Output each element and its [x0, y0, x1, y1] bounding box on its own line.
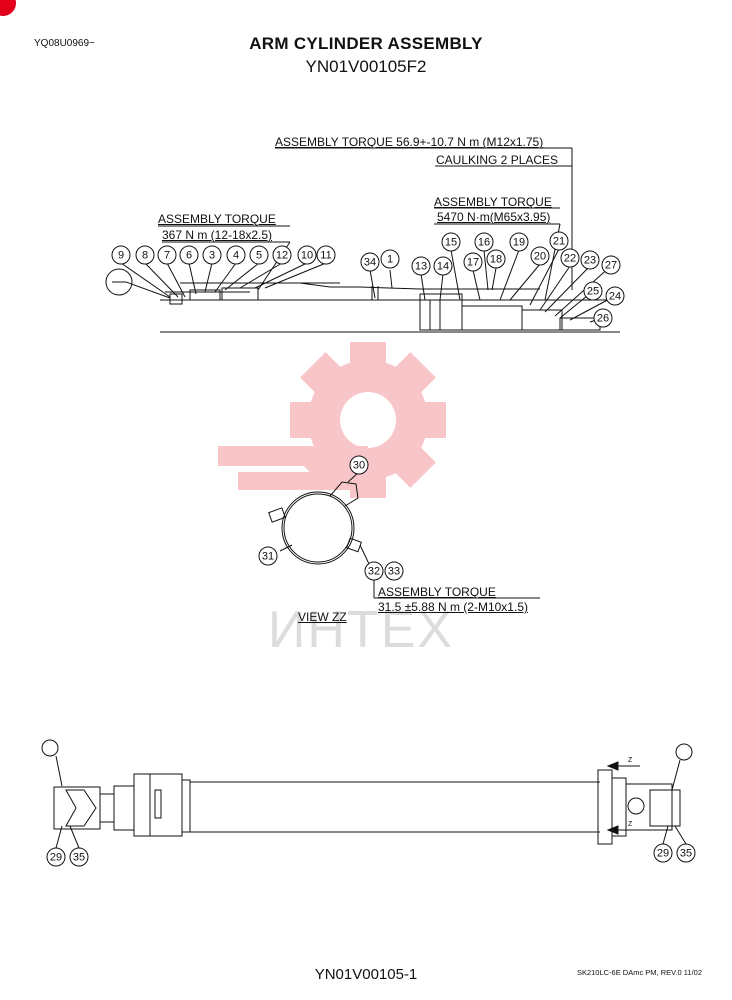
part-balloon-20: 20	[530, 246, 550, 266]
part-balloon-13: 13	[411, 256, 431, 276]
svg-text:26: 26	[597, 313, 609, 325]
svg-text:20: 20	[534, 251, 546, 263]
part-balloon-9: 9	[111, 245, 131, 265]
watermark-text: ИНТЕХ	[268, 601, 455, 659]
part-balloon-22: 22	[560, 248, 580, 268]
svg-text:21: 21	[553, 236, 565, 248]
svg-text:13: 13	[415, 261, 427, 273]
torque-m10-value: 31.5 ±5.88 N m (2-M10x1.5)	[378, 600, 528, 614]
part-balloon-33: 33	[384, 561, 404, 581]
svg-text:22: 22	[564, 253, 576, 265]
svg-text:19: 19	[513, 237, 525, 249]
part-balloon-8: 8	[135, 245, 155, 265]
svg-text:24: 24	[609, 291, 621, 303]
svg-text:31: 31	[262, 551, 274, 563]
torque-m10-title: ASSEMBLY TORQUE	[378, 585, 496, 599]
drawing-number: YN01V00105-1	[314, 966, 418, 983]
part-balloon-29: 29	[46, 847, 66, 867]
part-balloon-18: 18	[486, 249, 506, 269]
svg-text:18: 18	[490, 254, 502, 266]
part-balloon-10: 10	[297, 245, 317, 265]
part-balloon-12: 12	[272, 245, 292, 265]
part-balloon-19: 19	[509, 232, 529, 252]
part-balloon-16: 16	[474, 232, 494, 252]
svg-text:6: 6	[186, 250, 192, 262]
svg-text:25: 25	[587, 286, 599, 298]
part-balloon-21: 21	[549, 231, 569, 251]
svg-text:32: 32	[368, 566, 380, 578]
svg-text:3: 3	[209, 250, 215, 262]
part-balloon-35: 35	[69, 847, 89, 867]
svg-text:34: 34	[364, 257, 376, 269]
part-balloon-24: 24	[605, 286, 625, 306]
svg-text:27: 27	[605, 260, 617, 272]
part-balloon-4: 4	[226, 245, 246, 265]
svg-text:7: 7	[164, 250, 170, 262]
part-balloon-14: 14	[433, 256, 453, 276]
view-zz-label: VIEW ZZ	[298, 610, 347, 624]
svg-text:29: 29	[657, 848, 669, 860]
part-balloon-5: 5	[249, 245, 269, 265]
torque-m65-value: 5470 N·m(M65x3.95)	[437, 210, 551, 224]
part-balloon-29: 29	[653, 843, 673, 863]
svg-text:29: 29	[50, 852, 62, 864]
svg-text:30: 30	[353, 460, 365, 472]
part-balloon-27: 27	[601, 255, 621, 275]
svg-text:16: 16	[478, 237, 490, 249]
svg-text:12: 12	[276, 250, 288, 262]
svg-text:23: 23	[584, 255, 596, 267]
svg-text:35: 35	[73, 852, 85, 864]
part-balloon-34: 34	[360, 252, 380, 272]
torque-367-value: 367 N m (12-18x2.5)	[162, 228, 273, 242]
svg-text:14: 14	[437, 261, 449, 273]
part-balloon-30: 30	[349, 455, 369, 475]
svg-text:33: 33	[388, 566, 400, 578]
part-balloon-15: 15	[441, 232, 461, 252]
svg-text:35: 35	[680, 848, 692, 860]
svg-text:17: 17	[467, 257, 479, 269]
page-title: ARM CYLINDER ASSEMBLY	[249, 34, 483, 53]
doc-code: YQ08U0969~	[34, 38, 95, 49]
part-balloon-17: 17	[463, 252, 483, 272]
part-balloon-25: 25	[583, 281, 603, 301]
svg-text:9: 9	[118, 250, 124, 262]
part-balloon-6: 6	[179, 245, 199, 265]
svg-text:5: 5	[256, 250, 262, 262]
svg-text:11: 11	[320, 250, 331, 262]
svg-text:4: 4	[233, 250, 239, 262]
svg-text:10: 10	[301, 250, 313, 262]
corner-mark	[0, 0, 16, 16]
svg-text:8: 8	[142, 250, 148, 262]
arrow-z-label-bottom: Z	[628, 821, 633, 828]
torque-m65-title: ASSEMBLY TORQUE	[434, 195, 552, 209]
arrow-z-label-top: Z	[628, 757, 633, 764]
torque-367-title: ASSEMBLY TORQUE	[158, 212, 276, 226]
part-balloon-31: 31	[258, 546, 278, 566]
torque-m12-label: ASSEMBLY TORQUE 56.9+-10.7 N m (M12x1.75…	[275, 135, 544, 149]
page-subtitle: YN01V00105F2	[305, 57, 427, 76]
part-balloon-35: 35	[676, 843, 696, 863]
caulking-label: CAULKING 2 PLACES	[436, 153, 559, 167]
svg-text:1: 1	[387, 254, 393, 266]
part-balloon-7: 7	[157, 245, 177, 265]
part-balloon-1: 1	[380, 249, 400, 269]
part-balloon-32: 32	[364, 561, 384, 581]
part-balloon-26: 26	[593, 308, 613, 328]
revision-label: SK210LC-6E DAmc PM, REV.0 11/02	[576, 968, 702, 977]
part-balloon-11: 11	[316, 245, 336, 265]
part-balloon-3: 3	[202, 245, 222, 265]
part-balloon-23: 23	[580, 250, 600, 270]
svg-text:15: 15	[445, 237, 457, 249]
